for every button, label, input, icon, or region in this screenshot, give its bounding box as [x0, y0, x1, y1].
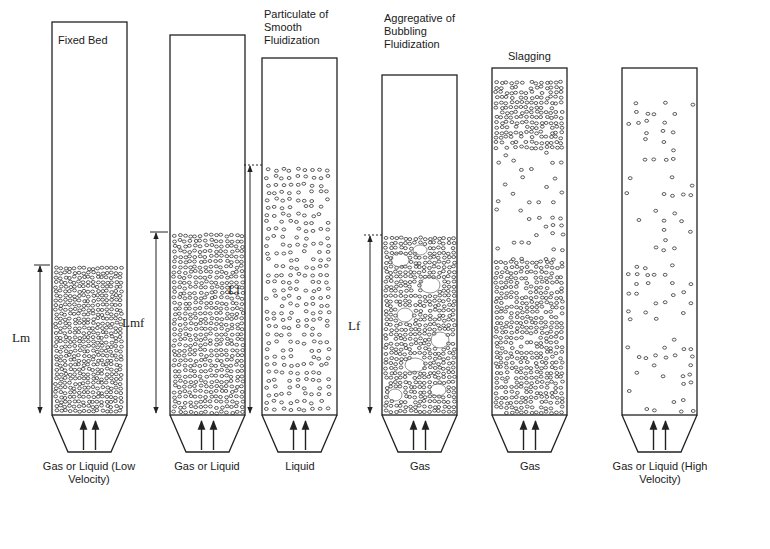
bubble [413, 245, 427, 255]
flow-arrow [201, 421, 202, 450]
flow-arrow [653, 421, 654, 450]
regime-title: Aggregative of Bubbling Fluidization [384, 12, 470, 52]
particle-group [53, 266, 123, 413]
dimension-label: Lf [228, 282, 248, 298]
bubble [405, 358, 425, 372]
tube [492, 68, 567, 415]
funnel [262, 415, 337, 452]
particle-group [494, 80, 564, 150]
flow-arrow [293, 421, 294, 450]
tube [262, 58, 337, 415]
flow-arrow [95, 421, 96, 450]
particle-group [494, 260, 565, 415]
bubble [430, 384, 446, 396]
flow-label: Gas [375, 460, 465, 473]
flow-label: Liquid [255, 460, 345, 473]
flow-arrow [665, 421, 666, 450]
flow-arrow [523, 421, 524, 450]
funnel [492, 415, 567, 452]
regime-title: Slagging [508, 50, 568, 63]
funnel [52, 415, 127, 452]
dimension-label: Lf [348, 318, 368, 334]
flow-arrow [425, 421, 426, 450]
flow-label: Gas or Liquid (Low Velocity) [40, 460, 138, 486]
flow-label: Gas [485, 460, 575, 473]
flow-label: Gas or Liquid [157, 460, 257, 473]
flow-arrow [413, 421, 414, 450]
particle-group [384, 236, 457, 414]
tube [52, 22, 127, 415]
tube [622, 68, 697, 415]
bubble [397, 308, 413, 322]
dimension-arrows [34, 165, 382, 413]
particle-group [172, 233, 245, 415]
bubble [388, 389, 402, 401]
flow-arrow [213, 421, 214, 450]
flow-arrows [84, 421, 666, 450]
funnel [170, 415, 245, 452]
regime-title: Particulate of Smooth Fluidization [264, 8, 344, 48]
particle-group [625, 101, 695, 413]
particles [53, 80, 695, 415]
dimension-label: Lmf [122, 315, 152, 331]
bubble [391, 253, 409, 267]
tube [170, 35, 245, 415]
tube [382, 75, 457, 415]
funnel [622, 415, 697, 452]
bubble [420, 277, 440, 293]
dimension-label: Lm [12, 330, 36, 346]
funnel [382, 415, 457, 452]
particle-group [495, 151, 565, 261]
flow-arrow [535, 421, 536, 450]
flow-arrow [83, 421, 84, 450]
particle-group [264, 167, 331, 412]
flow-arrow [305, 421, 306, 450]
bubble [431, 332, 449, 348]
flow-label: Gas or Liquid (High Velocity) [608, 460, 712, 486]
regime-title: Fixed Bed [58, 34, 128, 47]
column-tubes [52, 22, 697, 452]
